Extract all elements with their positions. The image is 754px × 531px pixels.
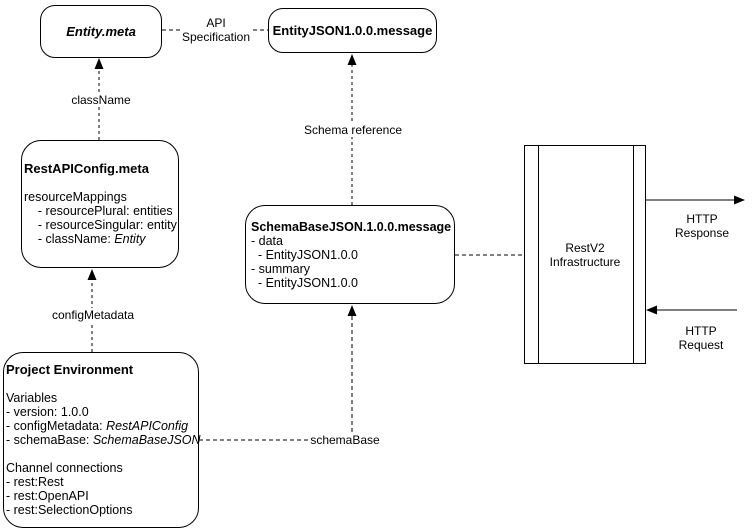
edge-label-api-specification: API Specification — [179, 16, 253, 44]
edge-label-schemabase: schemaBase — [308, 433, 382, 447]
arrowhead-up-entity-meta — [94, 58, 104, 69]
node-line: - rest:SelectionOptions — [6, 503, 133, 517]
node-restv2-title: RestV2 Infrastructure — [549, 240, 621, 269]
node-schema-base-json-message: SchemaBaseJSON.1.0.0.message - data - En… — [245, 205, 455, 304]
node-line: - summary — [251, 261, 311, 276]
node-rest-api-config-title: RestAPIConfig.meta — [24, 161, 149, 176]
node-entity-meta-title: Entity.meta — [66, 23, 136, 39]
edge-schemabase — [199, 313, 353, 441]
node-line: - resourceSingular: entity — [24, 218, 177, 232]
node-line: - configMetadata: RestAPIConfig — [6, 419, 189, 433]
node-entity-json-message-title: EntityJSON1.0.0.message — [272, 22, 433, 38]
node-line: - EntityJSON1.0.0 — [251, 275, 358, 290]
arrowhead-up-entity-json — [347, 54, 357, 65]
arrowhead-left-http-request — [646, 305, 657, 315]
node-line: - rest:Rest — [6, 475, 64, 489]
arrowhead-up-restapiconfig — [87, 269, 97, 280]
node-line: - rest:OpenAPI — [6, 489, 89, 503]
node-line: - EntityJSON1.0.0 — [251, 247, 358, 262]
node-entity-json-message: EntityJSON1.0.0.message — [268, 8, 437, 53]
edge-label-http-response: HTTP Response — [672, 212, 732, 240]
node-line-blank — [6, 447, 196, 461]
edge-label-classname: className — [69, 93, 133, 107]
node-line: - schemaBase: SchemaBaseJSON — [6, 433, 201, 447]
node-schema-base-title: SchemaBaseJSON.1.0.0.message — [251, 219, 452, 234]
node-line: Variables — [6, 391, 58, 405]
restv2-right-bar — [633, 146, 634, 363]
arrowhead-up-schemabase — [347, 305, 357, 316]
arrowhead-right-http-response — [734, 195, 745, 205]
node-project-environment: Project Environment Variables - version:… — [3, 352, 201, 528]
node-line: - version: 1.0.0 — [6, 405, 89, 419]
node-project-environment-title: Project Environment — [6, 362, 134, 377]
edge-label-configmetadata: configMetadata — [49, 308, 137, 322]
edge-label-schema-reference: Schema reference — [301, 123, 405, 137]
node-line: - className: Entity — [24, 232, 146, 246]
node-restv2-infrastructure: RestV2 Infrastructure — [524, 145, 646, 364]
node-line: - resourcePlural: entities — [24, 204, 173, 218]
node-rest-api-config: RestAPIConfig.meta resourceMappings - re… — [21, 140, 179, 268]
node-line: - data — [251, 233, 283, 248]
restv2-left-bar — [538, 146, 539, 363]
edge-label-http-request: HTTP Request — [674, 324, 728, 352]
node-entity-meta: Entity.meta — [40, 5, 162, 58]
node-line: resourceMappings — [24, 190, 127, 204]
node-line: Channel connections — [6, 461, 123, 475]
